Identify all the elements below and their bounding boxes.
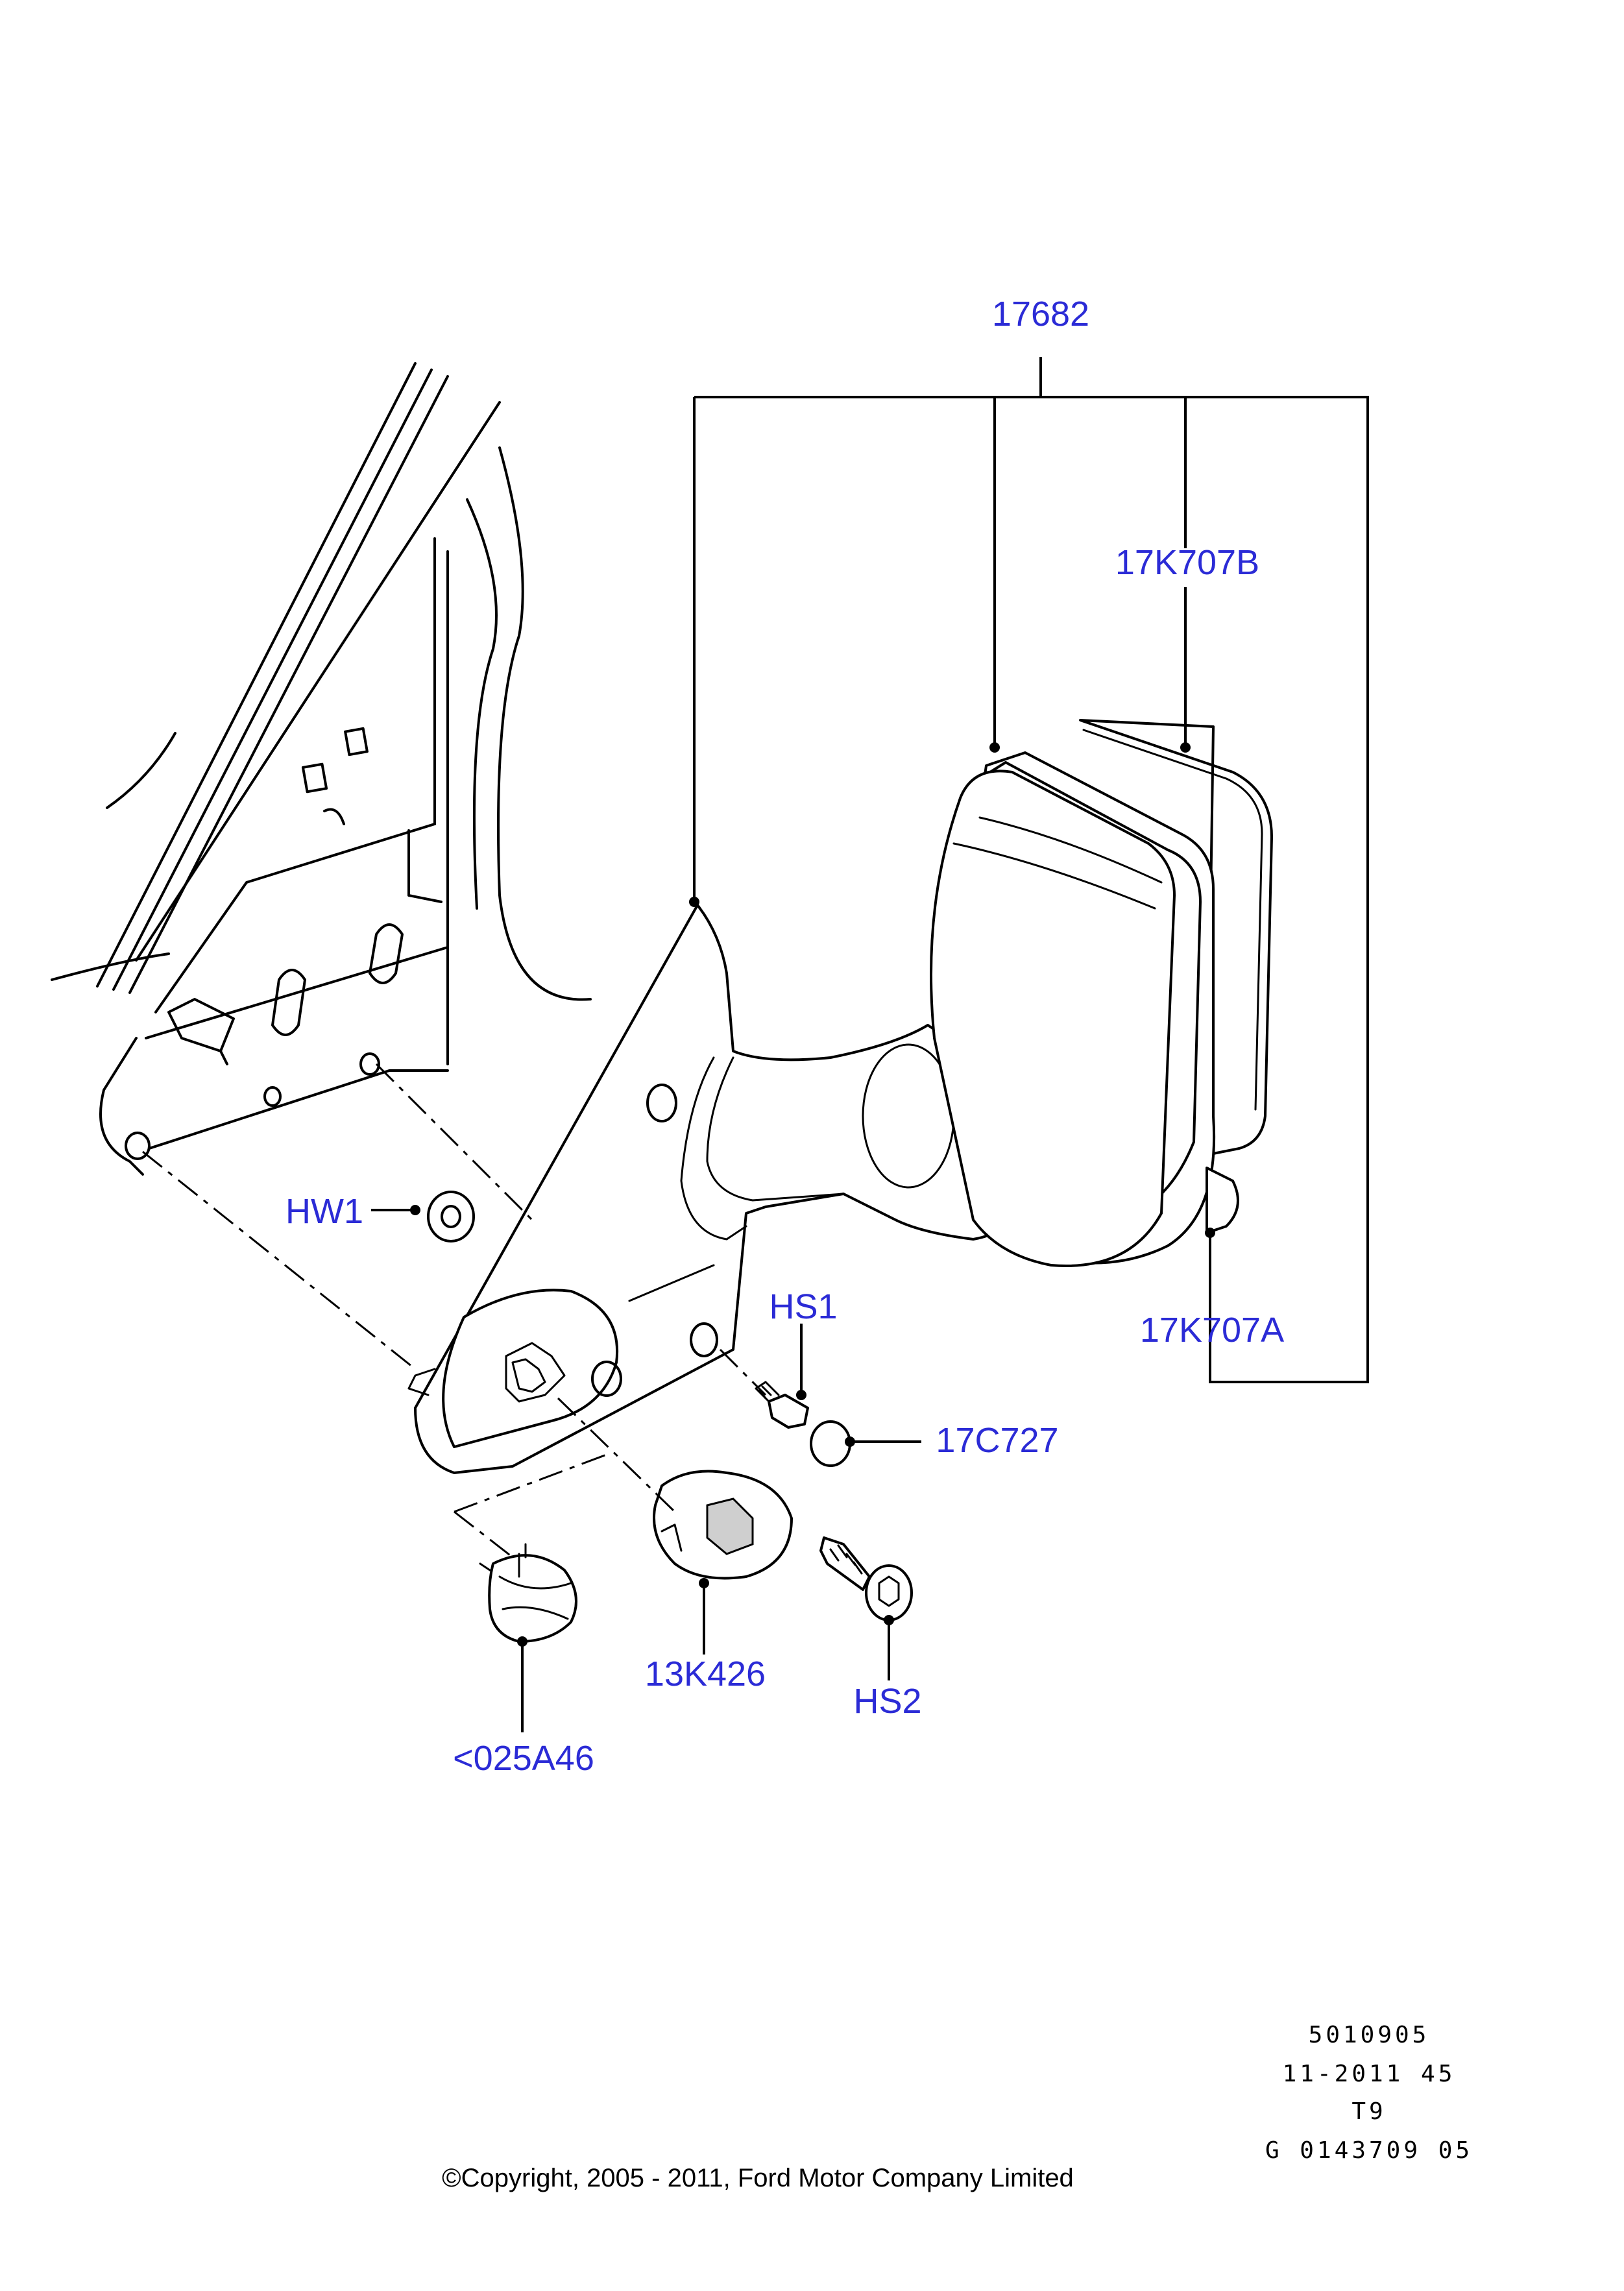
washer-hw1-part <box>427 1191 475 1242</box>
door-frame-drawing <box>51 362 592 1176</box>
callout-hw1[interactable]: HW1 <box>285 1192 363 1231</box>
screw-hs2-part <box>819 1536 913 1621</box>
lamp-025a46-part <box>479 1543 577 1643</box>
callout-hs2[interactable]: HS2 <box>853 1682 921 1721</box>
cap-17c727-part <box>810 1420 851 1467</box>
ref-code: T9 <box>1351 2098 1386 2125</box>
ref-number: 5010905 <box>1309 2022 1430 2048</box>
ref-date: 11-2011 45 <box>1283 2061 1456 2087</box>
callout-13k426[interactable]: 13K426 <box>645 1655 766 1693</box>
ref-graphic-id: G 0143709 05 <box>1265 2137 1473 2164</box>
screw-hs1-part <box>755 1381 809 1429</box>
callout-17k707a[interactable]: 17K707A <box>1140 1311 1284 1350</box>
leader-lines <box>371 357 1369 1732</box>
callout-17k707b[interactable]: 17K707B <box>1115 543 1259 582</box>
bulb-holder-13k426-part <box>653 1470 793 1580</box>
callout-17682[interactable]: 17682 <box>992 295 1089 333</box>
mirror-bracket-drawing <box>407 904 1013 1474</box>
callout-025a46[interactable]: <025A46 <box>453 1739 594 1778</box>
mirror-head-drawing <box>930 719 1273 1267</box>
callout-hs1[interactable]: HS1 <box>769 1287 837 1326</box>
callout-17c727[interactable]: 17C727 <box>936 1421 1058 1460</box>
copyright-notice: ©Copyright, 2005 - 2011, Ford Motor Comp… <box>442 2164 1074 2192</box>
assembly-lines <box>142 1063 767 1558</box>
